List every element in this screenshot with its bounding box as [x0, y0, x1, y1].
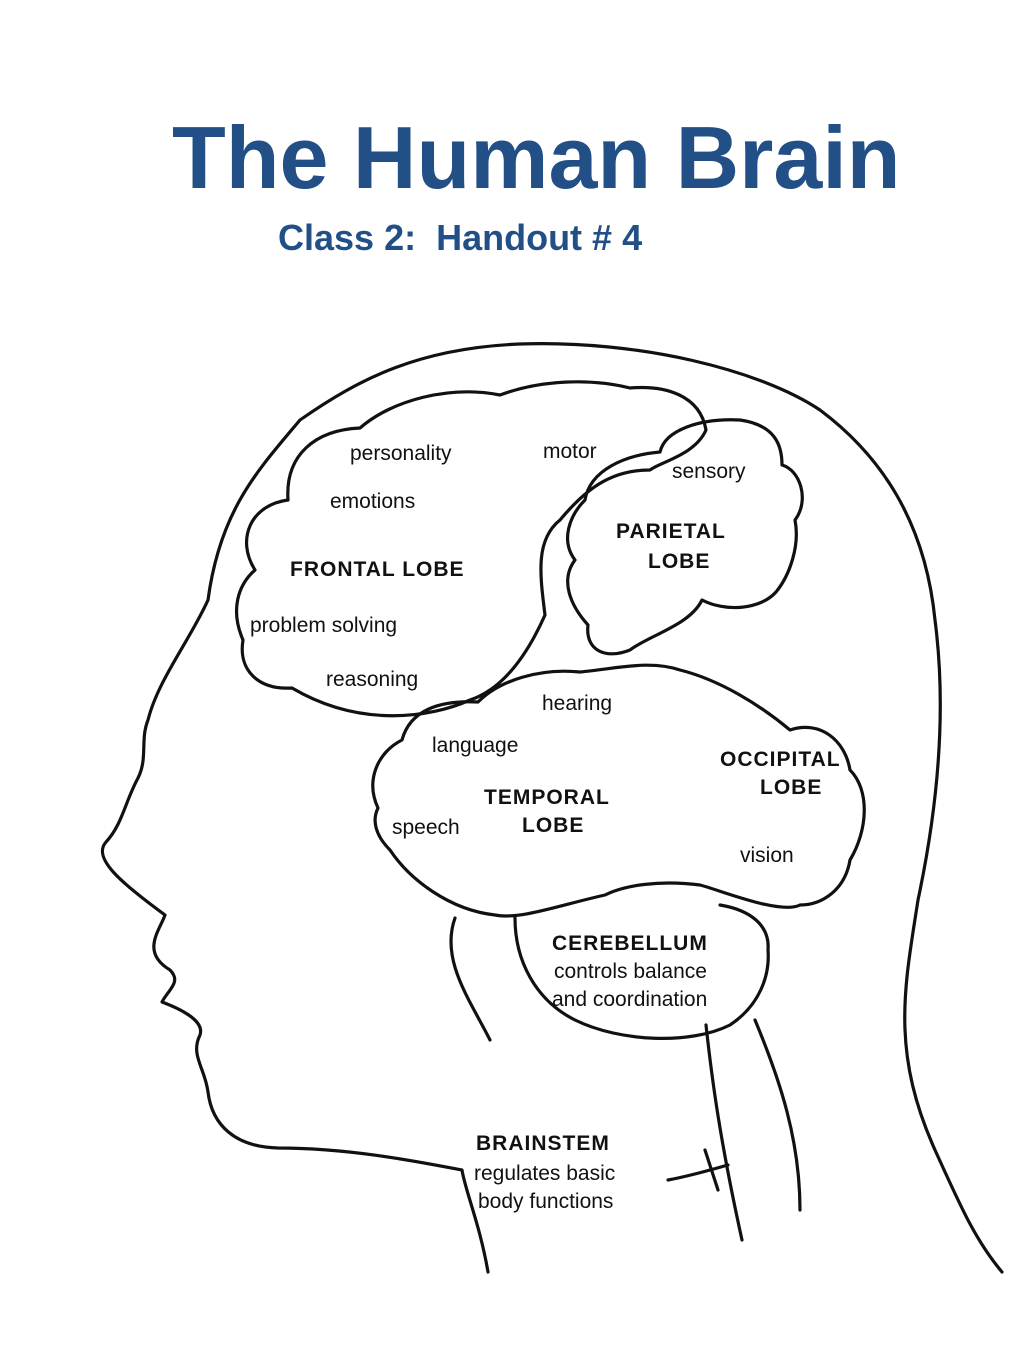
label-emotions: emotions [330, 490, 415, 513]
cerebellum-desc-line1: controls balance [554, 960, 707, 983]
label-hearing: hearing [542, 692, 612, 715]
parietal-lobe-name-line2: LOBE [648, 550, 710, 573]
brainstem-desc-line2: body functions [478, 1190, 613, 1213]
cerebellum-desc-line2: and coordination [552, 988, 707, 1011]
parietal-lobe-outline [565, 418, 804, 656]
temporal-lobe-outline [371, 663, 866, 918]
neck-line-front [449, 916, 492, 1042]
cerebellum-name: CEREBELLUM [552, 932, 708, 955]
label-sensory: sensory [672, 460, 746, 483]
label-motor: motor [543, 440, 597, 463]
label-language: language [432, 734, 518, 757]
head-outline [100, 342, 1004, 1274]
frontal-lobe-name: FRONTAL LOBE [290, 558, 465, 581]
temporal-lobe-name-line1: TEMPORAL [484, 786, 610, 809]
cerebellum-outline [513, 903, 770, 1040]
label-reasoning: reasoning [326, 668, 418, 691]
occipital-lobe-name-line1: OCCIPITAL [720, 748, 841, 771]
parietal-lobe-name-line1: PARIETAL [616, 520, 726, 543]
brainstem-desc-line1: regulates basic [474, 1162, 615, 1185]
label-vision: vision [740, 844, 794, 867]
occipital-lobe-name-line2: LOBE [760, 776, 822, 799]
label-problem-solving: problem solving [250, 614, 397, 637]
brainstem-pointer-line [666, 1148, 730, 1192]
label-speech: speech [392, 816, 460, 839]
page-title: The Human Brain [172, 108, 901, 207]
brainstem-column-left [704, 1023, 744, 1242]
brainstem-name: BRAINSTEM [476, 1132, 610, 1155]
page-subtitle: Class 2: Handout # 4 [278, 217, 643, 258]
label-personality: personality [350, 442, 452, 465]
brainstem-column-right [753, 1018, 802, 1212]
frontal-lobe-outline [235, 380, 708, 718]
temporal-lobe-name-line2: LOBE [522, 814, 584, 837]
